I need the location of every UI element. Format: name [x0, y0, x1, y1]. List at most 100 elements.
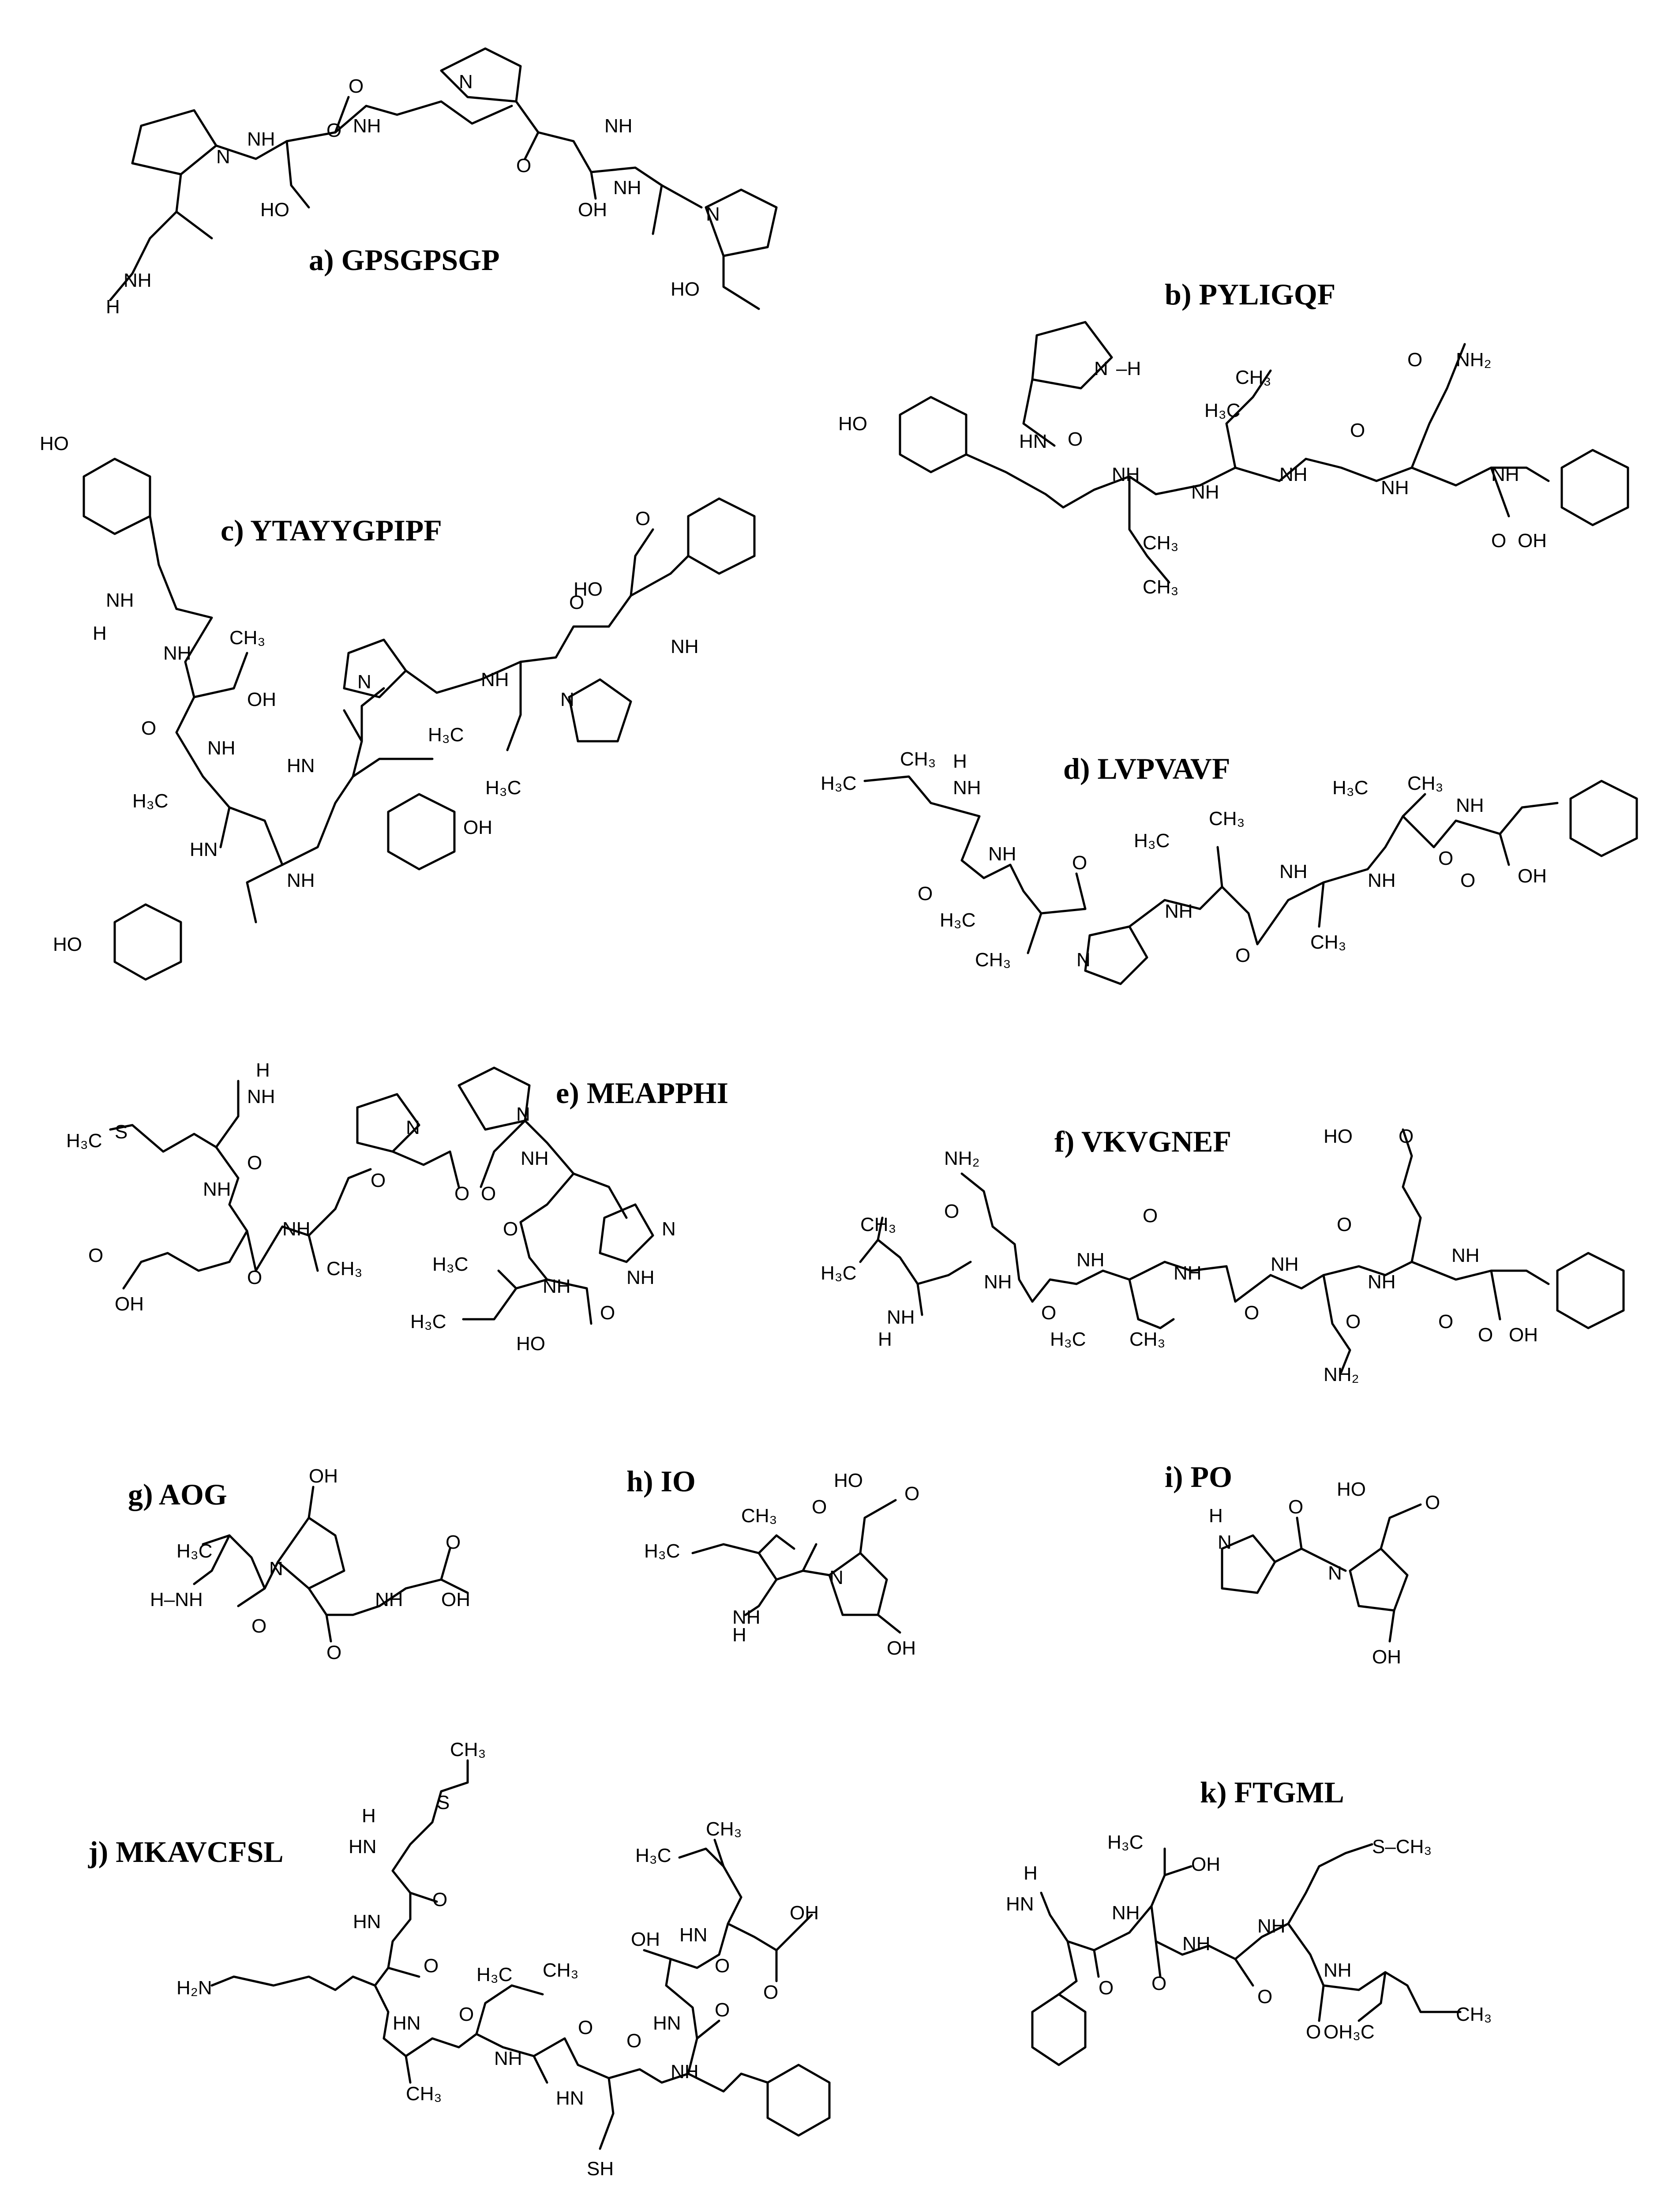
svg-text:O: O [1072, 852, 1087, 874]
svg-text:OH₃C: OH₃C [1324, 2021, 1375, 2043]
svg-text:H: H [1024, 1862, 1038, 1884]
svg-text:O: O [715, 1955, 730, 1977]
svg-text:N: N [269, 1558, 283, 1580]
svg-text:CH₃: CH₃ [406, 2083, 442, 2105]
svg-text:NH: NH [988, 843, 1016, 865]
svg-text:OH: OH [441, 1589, 470, 1610]
svg-text:O: O [454, 1183, 469, 1205]
svg-text:HN: HN [556, 2087, 584, 2109]
svg-text:O: O [1288, 1496, 1303, 1518]
svg-text:O: O [1337, 1214, 1352, 1235]
panel-g-structure [193, 1486, 469, 1643]
svg-text:HN: HN [1006, 1893, 1034, 1915]
svg-text:NH: NH [1324, 1959, 1352, 1981]
svg-text:CH₃: CH₃ [229, 627, 265, 649]
svg-text:H₃C: H₃C [940, 909, 975, 931]
svg-text:O: O [446, 1531, 461, 1553]
svg-text:NH: NH [1368, 870, 1396, 891]
svg-text:NH: NH [984, 1271, 1012, 1293]
svg-text:H₃C: H₃C [1107, 1831, 1143, 1853]
panel-i-structure [1221, 1503, 1422, 1643]
panel-b-title: b) PYLIGQF [1165, 278, 1335, 311]
svg-text:O: O [1099, 1977, 1114, 1999]
svg-text:OH: OH [115, 1293, 144, 1315]
svg-text:NH: NH [247, 128, 275, 150]
svg-text:H₃C: H₃C [66, 1130, 102, 1152]
svg-text:O: O [1407, 349, 1422, 371]
svg-text:O: O [88, 1245, 103, 1266]
panel-a-title: a) GPSGPSGP [309, 243, 500, 277]
svg-text:H: H [732, 1624, 746, 1646]
svg-text:H₃C: H₃C [432, 1253, 468, 1275]
panel-h-structure [691, 1499, 901, 1634]
svg-text:NH: NH [1271, 1253, 1299, 1275]
svg-text:NH: NH [1076, 1249, 1105, 1271]
svg-text:OH: OH [463, 817, 492, 838]
svg-text:CH₃: CH₃ [450, 1739, 486, 1760]
svg-text:NH: NH [287, 870, 315, 891]
svg-text:CH₃: CH₃ [543, 1959, 578, 1981]
svg-text:NH: NH [1174, 1262, 1202, 1284]
svg-text:NH: NH [124, 270, 152, 291]
svg-text:OH: OH [247, 689, 276, 710]
svg-text:NH₂: NH₂ [944, 1148, 980, 1169]
svg-text:N: N [560, 689, 574, 710]
svg-text:NH: NH [247, 1086, 275, 1107]
svg-text:O: O [1491, 530, 1506, 552]
svg-text:CH₃: CH₃ [1209, 808, 1245, 829]
svg-text:NH: NH [1182, 1933, 1211, 1955]
svg-text:CH₃: CH₃ [860, 1214, 896, 1235]
svg-text:O: O [600, 1302, 615, 1324]
svg-text:O: O [326, 1642, 341, 1663]
svg-text:NH₂: NH₂ [1324, 1364, 1359, 1385]
svg-text:CH₃: CH₃ [741, 1505, 777, 1527]
svg-text:NH: NH [1279, 464, 1308, 485]
svg-text:NH: NH [1451, 1245, 1480, 1266]
svg-text:NH: NH [1112, 464, 1140, 485]
svg-text:O: O [1041, 1302, 1056, 1324]
svg-text:CH₃: CH₃ [1235, 367, 1271, 388]
svg-text:OH: OH [1191, 1854, 1220, 1875]
svg-text:N: N [406, 1117, 420, 1138]
svg-text:O: O [1346, 1311, 1361, 1332]
svg-text:HN: HN [353, 1911, 381, 1933]
svg-text:NH: NH [887, 1306, 915, 1328]
svg-text:OH: OH [1518, 865, 1547, 887]
svg-text:HN: HN [1019, 431, 1047, 452]
svg-text:N: N [829, 1567, 844, 1588]
svg-text:H: H [362, 1805, 376, 1827]
svg-text:H: H [106, 296, 120, 318]
svg-text:O: O [1235, 945, 1250, 966]
svg-text:N: N [706, 203, 720, 225]
panel-g-title: g) AOG [128, 1478, 227, 1511]
svg-text:HN: HN [679, 1924, 708, 1946]
panel-h-title: h) IO [626, 1464, 696, 1498]
svg-text:OH: OH [1518, 530, 1547, 552]
svg-text:O: O [326, 120, 341, 141]
svg-text:H: H [1209, 1505, 1223, 1527]
svg-text:NH: NH [163, 642, 191, 664]
svg-text:HO: HO [574, 578, 603, 600]
svg-text:O: O [349, 75, 364, 97]
svg-text:O: O [635, 508, 650, 529]
panel-d-structure [863, 775, 1638, 985]
svg-text:CH₃: CH₃ [326, 1258, 362, 1280]
svg-text:O: O [812, 1496, 827, 1518]
svg-text:O: O [251, 1615, 266, 1637]
panel-i-title: i) PO [1165, 1460, 1232, 1494]
svg-text:H–NH: H–NH [150, 1589, 203, 1610]
svg-text:OH: OH [631, 1929, 660, 1950]
svg-text:NH: NH [613, 177, 641, 199]
svg-text:NH: NH [106, 589, 134, 611]
svg-text:N: N [1076, 949, 1091, 971]
svg-text:NH: NH [481, 669, 509, 691]
svg-text:H₃C: H₃C [821, 773, 856, 794]
svg-text:OH: OH [1372, 1646, 1401, 1668]
svg-text:CH₃: CH₃ [1310, 931, 1346, 953]
svg-text:N: N [1218, 1531, 1232, 1553]
svg-text:O: O [503, 1218, 518, 1240]
panel-a-structure [109, 47, 778, 310]
svg-text:HO: HO [260, 199, 289, 221]
svg-text:H₃C: H₃C [485, 777, 521, 799]
svg-text:H₃C: H₃C [176, 1540, 212, 1562]
